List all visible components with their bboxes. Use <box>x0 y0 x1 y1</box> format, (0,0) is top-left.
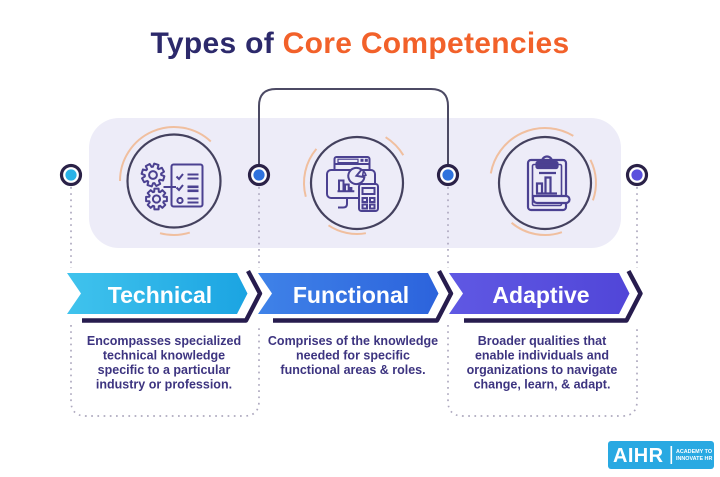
svg-text:AIHR: AIHR <box>613 445 664 467</box>
svg-text:Adaptive: Adaptive <box>492 282 589 308</box>
svg-text:Technical: Technical <box>108 282 212 308</box>
svg-text:Types of Core Competencies: Types of Core Competencies <box>150 27 569 60</box>
svg-text:Functional: Functional <box>293 282 409 308</box>
svg-text:INNOVATE HR: INNOVATE HR <box>676 456 712 462</box>
svg-text:ACADEMY TO: ACADEMY TO <box>676 449 712 455</box>
